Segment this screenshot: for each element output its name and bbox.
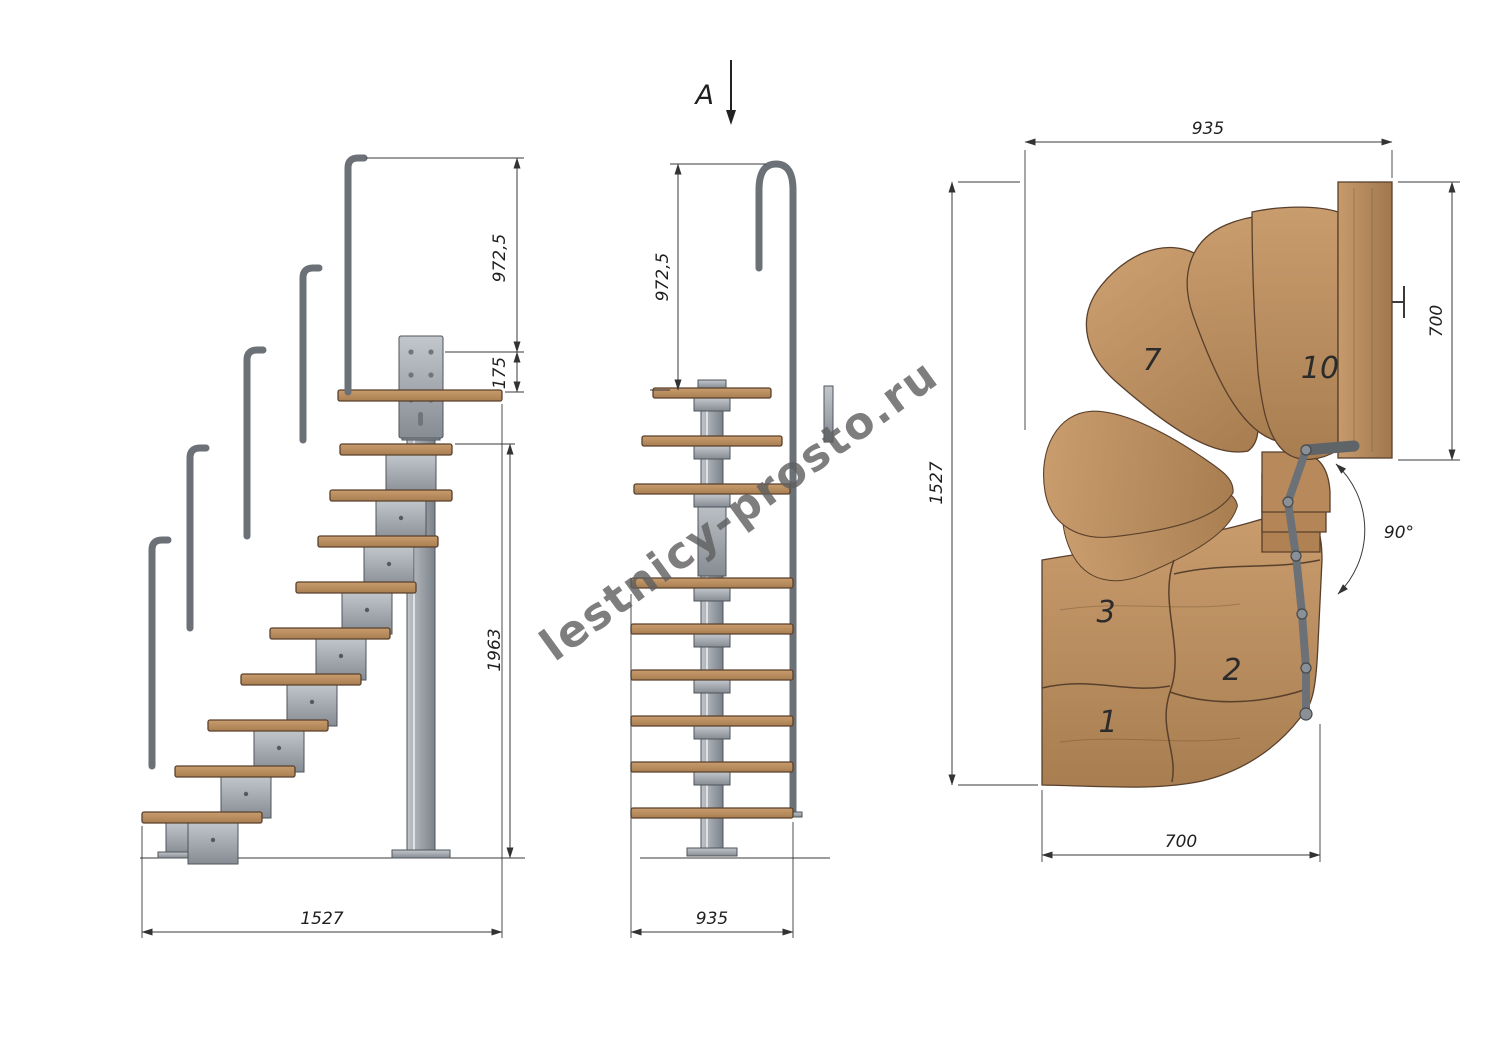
- tread: [317, 535, 439, 548]
- plan-dim-width-top: 935: [1192, 119, 1224, 139]
- plan-step-number-1: 1: [1098, 705, 1117, 740]
- plan-step-number-7: 7: [1142, 343, 1161, 378]
- wall-bracket-mark: [1392, 286, 1405, 318]
- stringer-module: [286, 683, 338, 727]
- side-dim-total-run: 1527: [300, 909, 343, 929]
- front-wall-plate: [823, 385, 834, 443]
- plan-dim-width-bottom: 700: [1165, 832, 1197, 852]
- front-stringer-stack: [697, 495, 727, 577]
- plate-holes: [408, 349, 434, 426]
- tread-bracket: [693, 397, 731, 412]
- tread: [240, 673, 362, 686]
- turn-angle-arc: [1335, 463, 1366, 595]
- plan-handrail: [1282, 440, 1360, 721]
- tread: [641, 435, 783, 447]
- tread: [295, 581, 417, 594]
- tread: [633, 483, 791, 495]
- plan-step-number-3: 3: [1096, 595, 1115, 630]
- handrail-post: [344, 154, 368, 396]
- side-mounting-plate: [398, 335, 444, 439]
- tread: [630, 715, 794, 727]
- tread-bracket: [693, 725, 731, 740]
- tread: [630, 623, 794, 635]
- front-view: A: [630, 60, 834, 938]
- side-dimensions: 972,5 175 1963 1527: [141, 157, 524, 938]
- side-dim-total-height: 1963: [485, 628, 505, 671]
- tread: [630, 761, 794, 773]
- front-treads: [630, 387, 794, 819]
- plan-step-dividers: [1041, 559, 1321, 783]
- side-dim-landing-rise: 175: [490, 357, 510, 389]
- section-cut-arrow-head: [726, 110, 736, 125]
- stringer-module: [375, 499, 427, 543]
- stringer-module: [187, 821, 239, 865]
- stringer-module: [220, 775, 272, 819]
- rail-grip: [1300, 440, 1360, 456]
- plan-dim-length-left: 1527: [927, 461, 947, 504]
- landing-tread: [337, 389, 503, 402]
- plan-step-10: [1251, 206, 1339, 460]
- plan-view: 1 2 3 7 10 90° 935 700 1527 700: [927, 119, 1460, 862]
- rail-segments: [1284, 446, 1310, 718]
- stringer-module: [341, 591, 393, 635]
- tread: [269, 627, 391, 640]
- plan-landing: [1337, 181, 1393, 459]
- divider-2-top: [1173, 559, 1321, 575]
- plan-step-number-2: 2: [1222, 653, 1241, 688]
- stringer-module: [253, 729, 305, 773]
- tread: [630, 577, 794, 589]
- handrail-post: [299, 264, 323, 444]
- tread: [652, 387, 772, 399]
- handrail-post: [148, 536, 172, 770]
- divider-left-col: [1165, 559, 1176, 783]
- tread-bracket: [693, 771, 731, 786]
- section-cut-label: A: [694, 80, 714, 111]
- stringer-module: [363, 545, 415, 589]
- tread: [339, 443, 453, 456]
- divider-2-1: [1169, 689, 1305, 703]
- tread: [329, 489, 453, 502]
- side-handrail: [148, 154, 368, 770]
- side-treads: [141, 389, 503, 824]
- handrail-post: [186, 444, 210, 632]
- plan-dimensions: 935 700 1527 700: [927, 119, 1460, 862]
- front-handrail: [755, 160, 797, 816]
- tread-bracket: [693, 587, 731, 602]
- side-view: 972,5 175 1963 1527: [140, 154, 525, 938]
- tread-bracket: [693, 679, 731, 694]
- front-column-base: [686, 847, 738, 857]
- wood-grain: [1059, 603, 1241, 611]
- plan-dim-depth-right: 700: [1427, 305, 1447, 337]
- front-dim-width: 935: [696, 909, 728, 929]
- tread: [174, 765, 296, 778]
- tread: [207, 719, 329, 732]
- side-column-base: [391, 849, 451, 859]
- front-dimensions: 972,5 935: [630, 163, 794, 938]
- divider-1-3: [1041, 683, 1171, 689]
- plan-step-number-10: 10: [1301, 351, 1339, 386]
- tread: [630, 807, 794, 819]
- tread-bracket: [693, 633, 731, 648]
- handrail-post: [243, 346, 267, 540]
- tread: [141, 811, 263, 824]
- tread-bracket: [693, 445, 731, 460]
- front-column-cap: [697, 379, 727, 389]
- side-dim-rail-height: 972,5: [490, 234, 510, 283]
- rail-joints: [1282, 444, 1313, 721]
- stringer-bolts: [210, 515, 404, 843]
- side-stringer-modules: [157, 453, 437, 865]
- turn-angle-label: 90°: [1384, 523, 1414, 543]
- stringer-module: [385, 453, 437, 497]
- front-dim-rail-height: 972,5: [653, 253, 673, 302]
- tread: [630, 669, 794, 681]
- wood-grain: [1059, 737, 1241, 743]
